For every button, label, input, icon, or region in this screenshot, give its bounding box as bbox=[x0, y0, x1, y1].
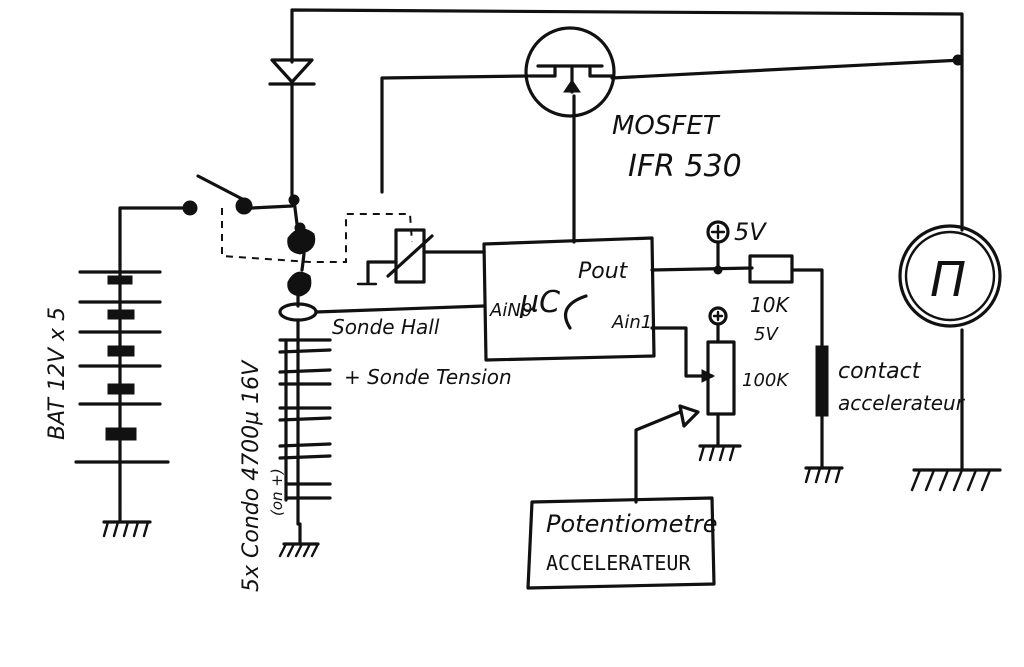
pedal-link bbox=[634, 404, 700, 504]
motor-symbol: Π bbox=[930, 252, 966, 308]
supply-5v-node bbox=[650, 220, 754, 272]
mosfet-transistor bbox=[524, 26, 616, 244]
voltage-sensor-label: + Sonde Tension bbox=[344, 365, 512, 389]
contact-label-line2: accelerateur bbox=[838, 391, 966, 415]
mosfet-label-name: MOSFET bbox=[612, 111, 721, 141]
wire-hall-sensor bbox=[314, 304, 486, 314]
battery-label: BAT 12V x 5 bbox=[45, 307, 70, 440]
ground-motor bbox=[910, 468, 1002, 492]
sensor-probe bbox=[278, 228, 318, 322]
ground-pot bbox=[698, 444, 742, 462]
main-switch bbox=[118, 174, 294, 262]
top-wires bbox=[290, 8, 964, 472]
pot-supply-label: 5V bbox=[754, 324, 779, 345]
relay-coil bbox=[356, 228, 486, 286]
motor bbox=[898, 224, 1002, 328]
resistor-10k bbox=[748, 254, 824, 352]
supply-5v-label: 5V bbox=[734, 218, 767, 246]
microcontroller bbox=[482, 236, 656, 362]
uc-pin-ain1: Ain1 bbox=[611, 312, 652, 333]
switch-contact-right bbox=[235, 197, 253, 215]
mosfet-label-model: IFR 530 bbox=[628, 149, 742, 184]
potentiometer-100k bbox=[650, 306, 736, 448]
uc-pin-ain0: AiN0 bbox=[489, 300, 532, 321]
pot-accelerator-box bbox=[526, 496, 716, 590]
resistor-10k-label: 10K bbox=[750, 293, 790, 317]
junction-top-right bbox=[952, 54, 964, 66]
contact-label-line1: contact bbox=[838, 359, 922, 384]
diode bbox=[268, 58, 316, 86]
junction-5v bbox=[713, 265, 723, 275]
capacitor-label: 5x Condo 4700µ 16V bbox=[239, 359, 264, 592]
battery-stack bbox=[74, 258, 170, 512]
pot-box-line1: Potentiometre bbox=[546, 510, 718, 538]
switch-contact-left bbox=[182, 200, 198, 216]
uc-pin-pout: Pout bbox=[578, 259, 629, 284]
capacitor-bank bbox=[278, 318, 332, 526]
pot-100k-label: 100K bbox=[742, 370, 789, 391]
capacitor-note: (on +) bbox=[268, 468, 286, 516]
ground-contact bbox=[804, 466, 844, 484]
hall-sensor-label: Sonde Hall bbox=[332, 315, 440, 339]
ground-capacitor bbox=[278, 522, 320, 558]
ground-battery bbox=[102, 508, 152, 538]
accelerator-contact bbox=[815, 345, 829, 470]
pot-box-line2: ACCELERATEUR bbox=[546, 551, 691, 575]
uc-label: µC bbox=[519, 285, 560, 320]
relay-link-dashed bbox=[221, 208, 413, 263]
